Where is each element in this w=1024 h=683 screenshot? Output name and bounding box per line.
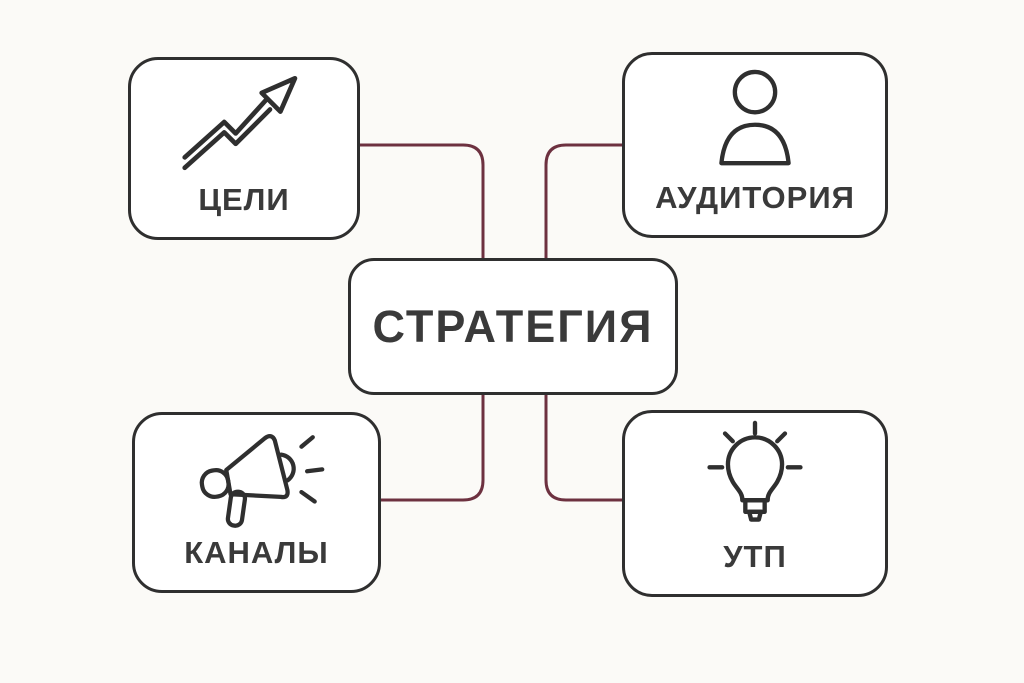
- megaphone-icon: [135, 415, 378, 537]
- trend-up-arrow-icon: [131, 60, 357, 184]
- lightbulb-icon: [625, 413, 885, 541]
- diagram-title: СТРАТЕГИЯ: [372, 301, 654, 352]
- node-usp: УТП: [622, 410, 888, 597]
- person-icon: [625, 55, 885, 182]
- node-goals: ЦЕЛИ: [128, 57, 360, 240]
- connector-strategy-usp: [544, 391, 622, 502]
- node-channels: КАНАЛЫ: [132, 412, 381, 593]
- connector-strategy-channels: [381, 391, 485, 502]
- node-usp-label: УТП: [723, 539, 787, 574]
- connector-audience-strategy: [544, 143, 622, 262]
- node-audience: АУДИТОРИЯ: [622, 52, 888, 238]
- node-goals-label: ЦЕЛИ: [198, 182, 290, 217]
- node-audience-label: АУДИТОРИЯ: [655, 180, 855, 215]
- node-strategy: СТРАТЕГИЯ: [348, 258, 678, 395]
- node-channels-label: КАНАЛЫ: [184, 535, 329, 570]
- connector-goals-strategy: [360, 143, 485, 262]
